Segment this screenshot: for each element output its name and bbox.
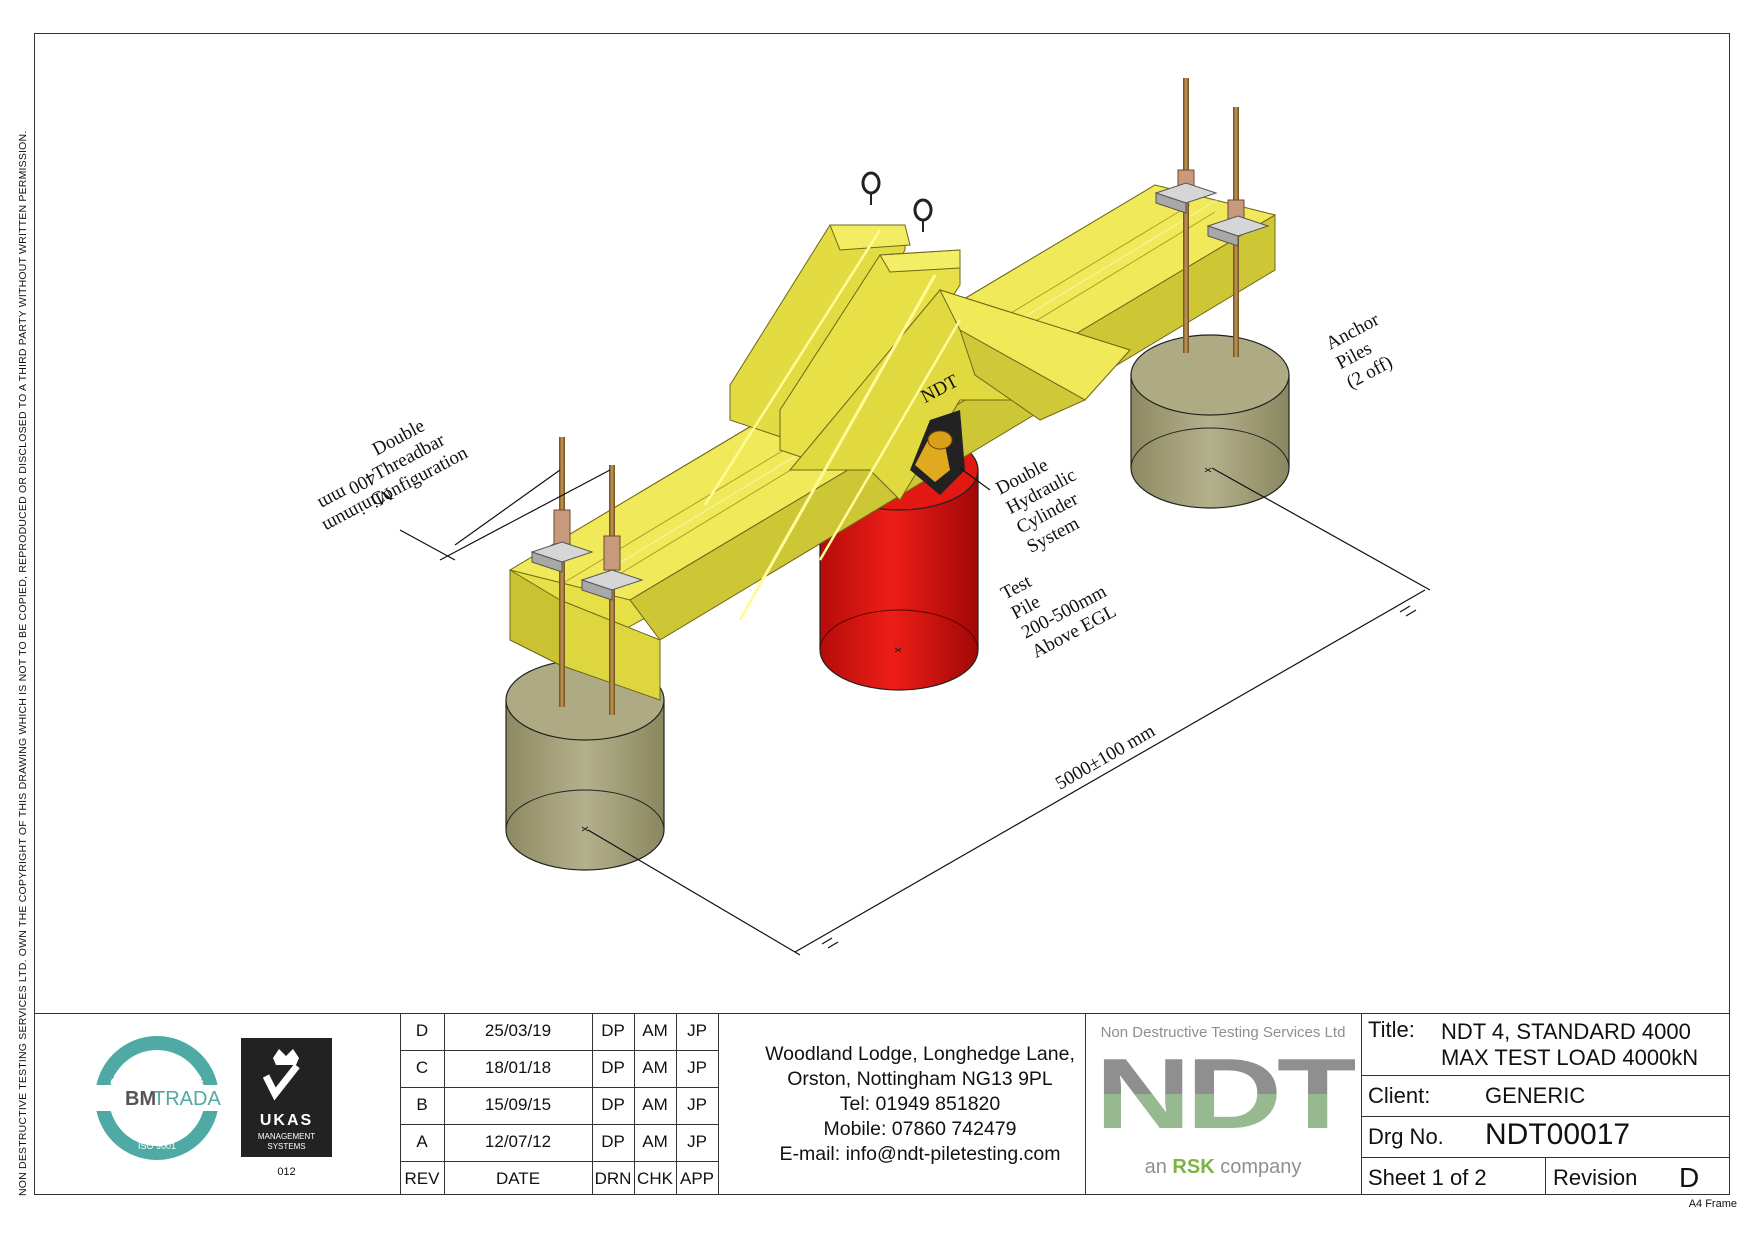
rev-app: JP (687, 1021, 707, 1040)
header-chk: CHK (637, 1169, 673, 1188)
title-col-line (1361, 1013, 1362, 1195)
sheet-rev-line (1545, 1157, 1546, 1195)
telephone: Tel: 01949 851820 (839, 1093, 1001, 1115)
address-line: Orston, Nottingham NG13 9PL (787, 1068, 1053, 1090)
company-address: Woodland Lodge, Longhedge Lane, Orston, … (725, 1042, 1115, 1167)
address-line: Woodland Lodge, Longhedge Lane, (765, 1043, 1075, 1065)
rsk-mark: RSK (1172, 1156, 1215, 1178)
annotation-test-pile: Test Pile 200-500mm Above EGL (997, 571, 1119, 663)
rev-letter: B (416, 1095, 428, 1114)
client-value: GENERIC (1485, 1083, 1586, 1108)
svg-text:TRADA: TRADA (153, 1088, 221, 1110)
drg-label: Drg No. (1368, 1124, 1444, 1149)
rev-drn: DP (601, 1058, 625, 1077)
title-row-line (1361, 1116, 1730, 1117)
rev-date: 25/03/19 (484, 1021, 552, 1040)
rev-drn: DP (601, 1132, 625, 1151)
tagline-pre: an (1144, 1156, 1167, 1178)
company-name: Non Destructive Testing Services Ltd (1100, 1024, 1346, 1041)
bm-trada-logo: SYSTEM CERTIFICATION BM TRADA ISO 9001 (92, 1033, 222, 1160)
lifting-shackles (861, 171, 933, 232)
title-block (34, 1013, 1730, 1195)
anchor-pile-right (1130, 334, 1290, 509)
client-label: Client: (1368, 1083, 1431, 1108)
title-line-1: NDT 4, STANDARD 4000 (1441, 1019, 1691, 1044)
svg-text:BM: BM (125, 1088, 156, 1110)
mobile: Mobile: 07860 742479 (823, 1118, 1017, 1140)
threadbars-right (1154, 78, 1270, 357)
title-line-2: MAX TEST LOAD 4000kN (1441, 1045, 1699, 1070)
rev-col-line (444, 1013, 445, 1195)
rev-date: 15/09/15 (484, 1095, 552, 1114)
rev-drn: DP (601, 1095, 625, 1114)
annotation-hydraulic: Double Hydraulic Cylinder System (992, 455, 1082, 558)
rev-row-line (400, 1124, 718, 1125)
span-dimension: 5000±100 mm (1052, 720, 1159, 794)
title-label: Title: (1368, 1017, 1415, 1042)
rev-col-line (634, 1013, 635, 1195)
header-rev: REV (404, 1169, 440, 1188)
revision-label: Revision (1553, 1165, 1638, 1190)
rev-row-line (400, 1050, 718, 1051)
logo-col-line (1085, 1013, 1086, 1195)
title-row-line (1361, 1075, 1730, 1076)
dimension-lines (399, 467, 1431, 956)
rev-col-line (718, 1013, 719, 1195)
drg-number: NDT00017 (1485, 1118, 1631, 1151)
rev-letter: D (415, 1021, 429, 1040)
rev-date: 12/07/12 (484, 1132, 552, 1151)
rev-date: 18/01/18 (484, 1058, 552, 1077)
rev-app: JP (687, 1058, 707, 1077)
ukas-logo: UKAS MANAGEMENT SYSTEMS (241, 1038, 332, 1157)
rev-chk: AM (642, 1095, 668, 1114)
rev-app: JP (687, 1132, 707, 1151)
rev-col-line (676, 1013, 677, 1195)
rev-row-line (400, 1087, 718, 1088)
rev-letter: A (416, 1132, 428, 1151)
header-date: DATE (495, 1169, 541, 1188)
drawing-frame (34, 33, 1730, 1195)
threadbars-left (530, 437, 644, 715)
sheet-number: Sheet 1 of 2 (1368, 1165, 1487, 1190)
rev-col-line (400, 1013, 401, 1195)
rev-letter: C (415, 1058, 429, 1077)
ndt-logo: NDT (1093, 1054, 1355, 1136)
hydraulic-cylinder (910, 410, 965, 495)
rev-chk: AM (642, 1021, 668, 1040)
rsk-tagline: an RSK company (1087, 1156, 1359, 1179)
ukas-number: 012 (277, 1166, 296, 1178)
header-app: APP (679, 1169, 715, 1188)
rev-chk: AM (642, 1132, 668, 1151)
rev-drn: DP (601, 1021, 625, 1040)
revision-value: D (1679, 1162, 1700, 1193)
svg-text:ISO 9001: ISO 9001 (138, 1141, 176, 1151)
tagline-post: company (1220, 1156, 1302, 1178)
email: E-mail: info@ndt-piletesting.com (779, 1143, 1061, 1165)
rev-row-line (400, 1161, 718, 1162)
crown-tick-icon (262, 1049, 300, 1101)
rev-chk: AM (642, 1058, 668, 1077)
rev-app: JP (687, 1095, 707, 1114)
annotation-anchor: Anchor Piles (2 off) (1322, 309, 1396, 393)
rev-col-line (592, 1013, 593, 1195)
frame-label: A4 Frame (1688, 1198, 1737, 1210)
header-drn: DRN (594, 1169, 632, 1188)
